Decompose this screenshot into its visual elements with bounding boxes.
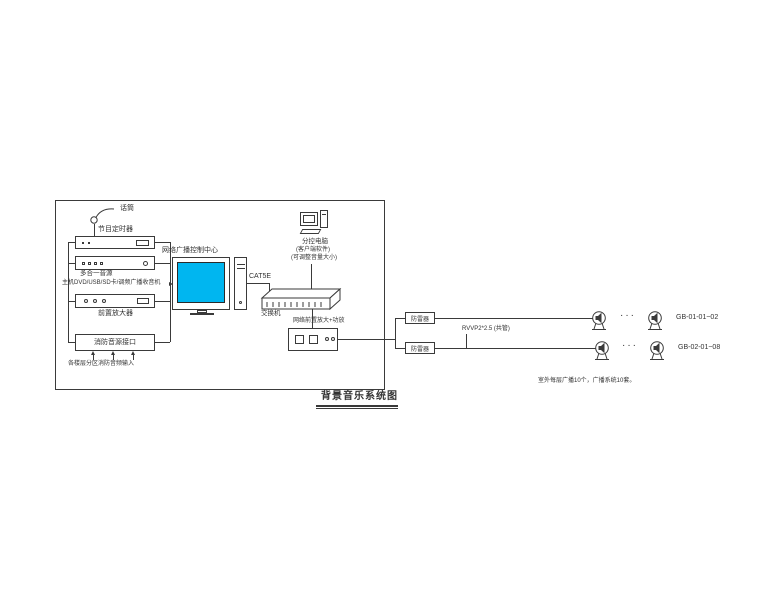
stub-wire	[155, 342, 170, 343]
preamp-display	[137, 298, 149, 304]
network-switch	[260, 287, 342, 311]
timer-device	[75, 236, 155, 249]
row1-dots: ···	[620, 310, 636, 321]
amp-meter	[309, 335, 318, 344]
preamp-knob	[102, 299, 106, 303]
timer-knob	[88, 242, 90, 244]
row2-circuit-label: GB-02-01~08	[678, 344, 721, 351]
client-pc-label-3: (可调整音量大小)	[291, 255, 337, 261]
mic-label: 话筒	[120, 205, 134, 212]
stub-wire	[68, 342, 75, 343]
monitor-stand	[197, 310, 207, 313]
mic-wire	[94, 224, 95, 236]
quantity-note: 室外每层广播10个，广播系统10套。	[538, 378, 636, 384]
source-knob	[143, 261, 148, 266]
stub-wire	[68, 301, 75, 302]
fire-input-wire	[93, 354, 94, 360]
client-pc-keyboard	[299, 229, 322, 234]
source-buttons	[88, 262, 91, 265]
stub-wire	[155, 263, 170, 264]
fire-interface-box: 消防音源接口	[75, 334, 155, 351]
amp-knob	[325, 337, 329, 341]
speaker-icon	[650, 341, 664, 360]
row2-wire	[395, 348, 405, 349]
source-label-2: 主机DVD/USB/SD卡/调频广播收音机	[62, 280, 161, 286]
cable-spec-leader	[466, 334, 467, 348]
preamp-knob	[84, 299, 88, 303]
net-amp-device	[288, 328, 338, 351]
control-pc-tower	[234, 257, 247, 310]
control-center-label: 网络广播控制中心	[162, 247, 218, 254]
tower-slot	[237, 268, 245, 269]
monitor-feed-arrow	[169, 282, 173, 286]
amp-output-wire	[338, 339, 395, 340]
stub-wire	[155, 242, 170, 243]
amp-meter	[295, 335, 304, 344]
surge-protector-1: 防雷器	[405, 312, 435, 324]
stub-wire	[68, 263, 75, 264]
speaker-icon	[648, 311, 662, 330]
source-label-1: 多合一音源	[80, 270, 113, 277]
switch-label: 交换机	[261, 310, 281, 317]
amp-knob	[331, 337, 335, 341]
row1-circuit-label: GB-01-01~02	[676, 314, 719, 321]
speaker-icon	[595, 341, 609, 360]
surge-protector-1-label: 防雷器	[410, 316, 429, 323]
tower-slot	[237, 264, 245, 265]
fire-input-label: 各楼层分区消防音频输入	[68, 361, 135, 367]
client-pc-monitor	[300, 212, 318, 226]
left-bus-wire	[68, 242, 69, 342]
cat5e-wire	[247, 283, 269, 284]
fire-interface-label: 消防音源接口	[94, 338, 136, 346]
surge-protector-2: 防雷器	[405, 342, 435, 354]
speaker-icon	[592, 311, 606, 330]
source-buttons	[100, 262, 103, 265]
source-device	[75, 256, 155, 270]
fire-input-arrow	[111, 351, 115, 355]
source-buttons	[82, 262, 85, 265]
stub-wire	[68, 242, 75, 243]
row2-wire	[435, 348, 596, 349]
fire-input-arrow	[91, 351, 95, 355]
client-pc-label-2: (客户端软件)	[296, 247, 330, 253]
tower-power-button	[239, 301, 242, 304]
fire-input-wire	[133, 354, 134, 360]
tower-slot	[322, 214, 326, 215]
microphone-icon	[90, 208, 115, 224]
row1-wire	[435, 318, 593, 319]
fire-input-arrow	[131, 351, 135, 355]
cat5e-wire	[269, 283, 270, 293]
client-pc-tower	[320, 210, 328, 228]
switch-amp-wire	[312, 309, 313, 328]
surge-protector-2-label: 防雷器	[410, 346, 429, 353]
riser-wire	[395, 318, 396, 349]
monitor-screen	[177, 262, 225, 303]
preamp-label: 前置放大器	[98, 310, 133, 317]
timer-display	[136, 240, 149, 246]
monitor-base	[190, 313, 214, 315]
stub-wire	[155, 301, 170, 302]
fire-input-wire	[113, 354, 114, 360]
title-underline-thick	[316, 405, 398, 407]
row1-wire	[395, 318, 405, 319]
timer-label: 节目定时器	[98, 226, 133, 233]
title-underline-thin	[316, 408, 398, 409]
control-pc-monitor	[172, 257, 230, 310]
timer-knob	[82, 242, 84, 244]
right-bus-wire	[170, 242, 171, 342]
client-pc-screen	[303, 215, 315, 223]
client-pc-label-1: 分控电脑	[302, 238, 328, 245]
preamp-device	[75, 294, 155, 308]
row2-dots: ···	[622, 340, 638, 351]
cable-spec-label: RVVP2*2.5 (共管)	[462, 326, 510, 332]
drawing-title: 背景音乐系统图	[321, 391, 398, 402]
source-buttons	[94, 262, 97, 265]
net-amp-label: 网络前置放大+功放	[293, 318, 345, 324]
preamp-knob	[93, 299, 97, 303]
cat5e-label: CAT5E	[249, 273, 272, 280]
client-pc-wire	[311, 264, 312, 291]
